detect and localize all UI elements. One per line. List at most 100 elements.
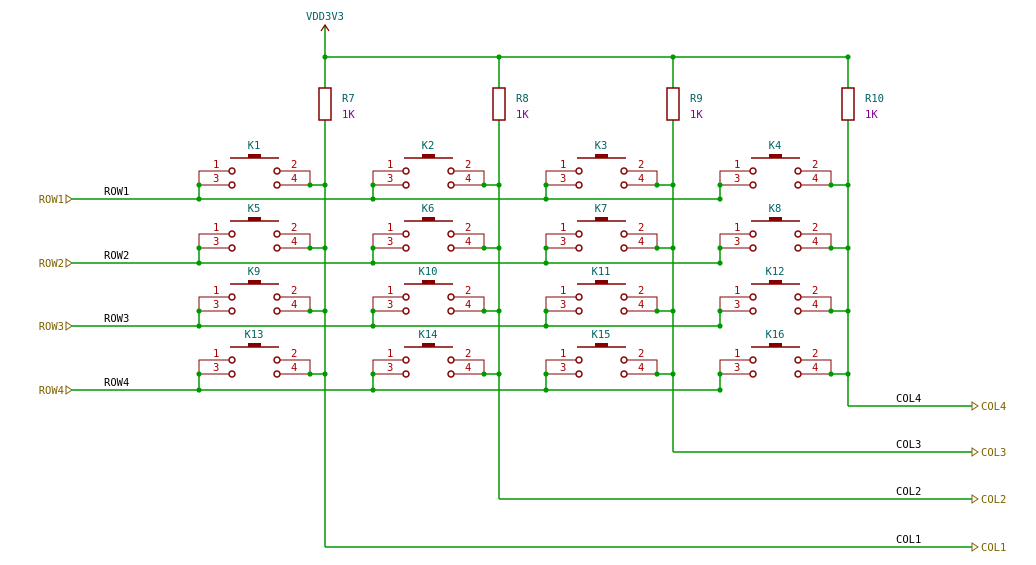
switch-ref: K2 (422, 140, 435, 152)
switch-k13 (198, 343, 311, 378)
junction-dot (828, 308, 834, 314)
col-port-label: COL3 (981, 447, 1006, 459)
switch-ref: K16 (766, 329, 785, 341)
switch-ref: K8 (769, 203, 782, 215)
switch-pad (447, 167, 455, 175)
row-port-flag (65, 194, 73, 204)
junction-dot (370, 245, 376, 251)
pin-number: 2 (465, 285, 471, 297)
switch-pad (402, 293, 410, 301)
junction-dot (370, 260, 376, 266)
junction-dot (196, 245, 202, 251)
pin-number: 3 (734, 173, 740, 185)
switch-pad (575, 293, 583, 301)
switch-lead-right (280, 170, 311, 186)
row-port-flag (65, 385, 73, 395)
switch-plunger (248, 280, 261, 284)
switch-k1 (198, 154, 311, 189)
pin-number: 2 (465, 159, 471, 171)
pin-number: 4 (812, 362, 818, 374)
junction-dot (670, 371, 676, 377)
row-net-label: ROW1 (104, 186, 129, 198)
switch-k11 (545, 280, 658, 315)
pin-number: 2 (465, 348, 471, 360)
row-port-label: ROW1 (39, 194, 64, 206)
pin-number: 1 (734, 285, 740, 297)
junction-dot (654, 308, 660, 314)
switch-lead-left (198, 296, 229, 312)
pin-number: 3 (213, 236, 219, 248)
switch-pad (402, 230, 410, 238)
junction-dot (496, 371, 502, 377)
junction-dot (845, 308, 851, 314)
pin-number: 4 (465, 173, 471, 185)
switch-pad (749, 167, 757, 175)
switch-pad (228, 244, 236, 252)
switch-pad (620, 167, 628, 175)
junction-dot (670, 182, 676, 188)
junction-dot (370, 371, 376, 377)
junction-dot (543, 245, 549, 251)
switch-k15 (545, 343, 658, 378)
pin-number: 3 (560, 173, 566, 185)
junction-dot (543, 371, 549, 377)
junction-dot (670, 245, 676, 251)
resistor-value: 1K (516, 109, 529, 121)
switch-pad (749, 370, 757, 378)
pin-number: 1 (734, 159, 740, 171)
pin-number: 4 (465, 236, 471, 248)
pin-number: 4 (638, 236, 644, 248)
col-port-flag (971, 401, 979, 411)
junction-dot (670, 54, 676, 60)
row-net-label: ROW4 (104, 377, 129, 389)
switch-pad (228, 293, 236, 301)
junction-dot (845, 245, 851, 251)
pin-number: 2 (291, 348, 297, 360)
row-net-label: ROW3 (104, 313, 129, 325)
resistor-value: 1K (865, 109, 878, 121)
junction-dot (654, 182, 660, 188)
pin-number: 1 (734, 348, 740, 360)
switch-k10 (372, 280, 485, 315)
pin-number: 1 (560, 285, 566, 297)
pin-number: 3 (387, 173, 393, 185)
switch-lead-right (454, 233, 485, 249)
switch-ref: K11 (592, 266, 611, 278)
junction-dot (496, 245, 502, 251)
switch-pad (794, 356, 802, 364)
switch-lead-left (372, 359, 403, 375)
junction-dot (717, 371, 723, 377)
junction-dot (322, 371, 328, 377)
pin-number: 4 (291, 236, 297, 248)
col-port-label: COL2 (981, 494, 1006, 506)
switch-lead-right (280, 296, 311, 312)
switch-lead-right (627, 359, 658, 375)
switch-pad (447, 370, 455, 378)
pin-number: 4 (638, 299, 644, 311)
switch-plunger (769, 343, 782, 347)
switch-lead-left (545, 233, 576, 249)
pin-number: 2 (812, 159, 818, 171)
pin-number: 1 (560, 159, 566, 171)
junction-dot (496, 54, 502, 60)
pin-number: 2 (638, 285, 644, 297)
switch-pad (749, 230, 757, 238)
switch-plunger (248, 217, 261, 221)
junction-dot (543, 308, 549, 314)
junction-dot (307, 308, 313, 314)
switch-lead-left (198, 170, 229, 186)
resistor-r9 (666, 87, 680, 121)
switch-plunger (422, 343, 435, 347)
resistor-ref: R7 (342, 93, 355, 105)
junction-dot (370, 387, 376, 393)
pin-number: 3 (560, 236, 566, 248)
switch-pad (447, 181, 455, 189)
switch-k14 (372, 343, 485, 378)
switch-plunger (595, 280, 608, 284)
pin-number: 1 (560, 222, 566, 234)
pin-number: 2 (291, 159, 297, 171)
switch-pad (620, 370, 628, 378)
junction-dot (670, 308, 676, 314)
switch-lead-left (545, 170, 576, 186)
